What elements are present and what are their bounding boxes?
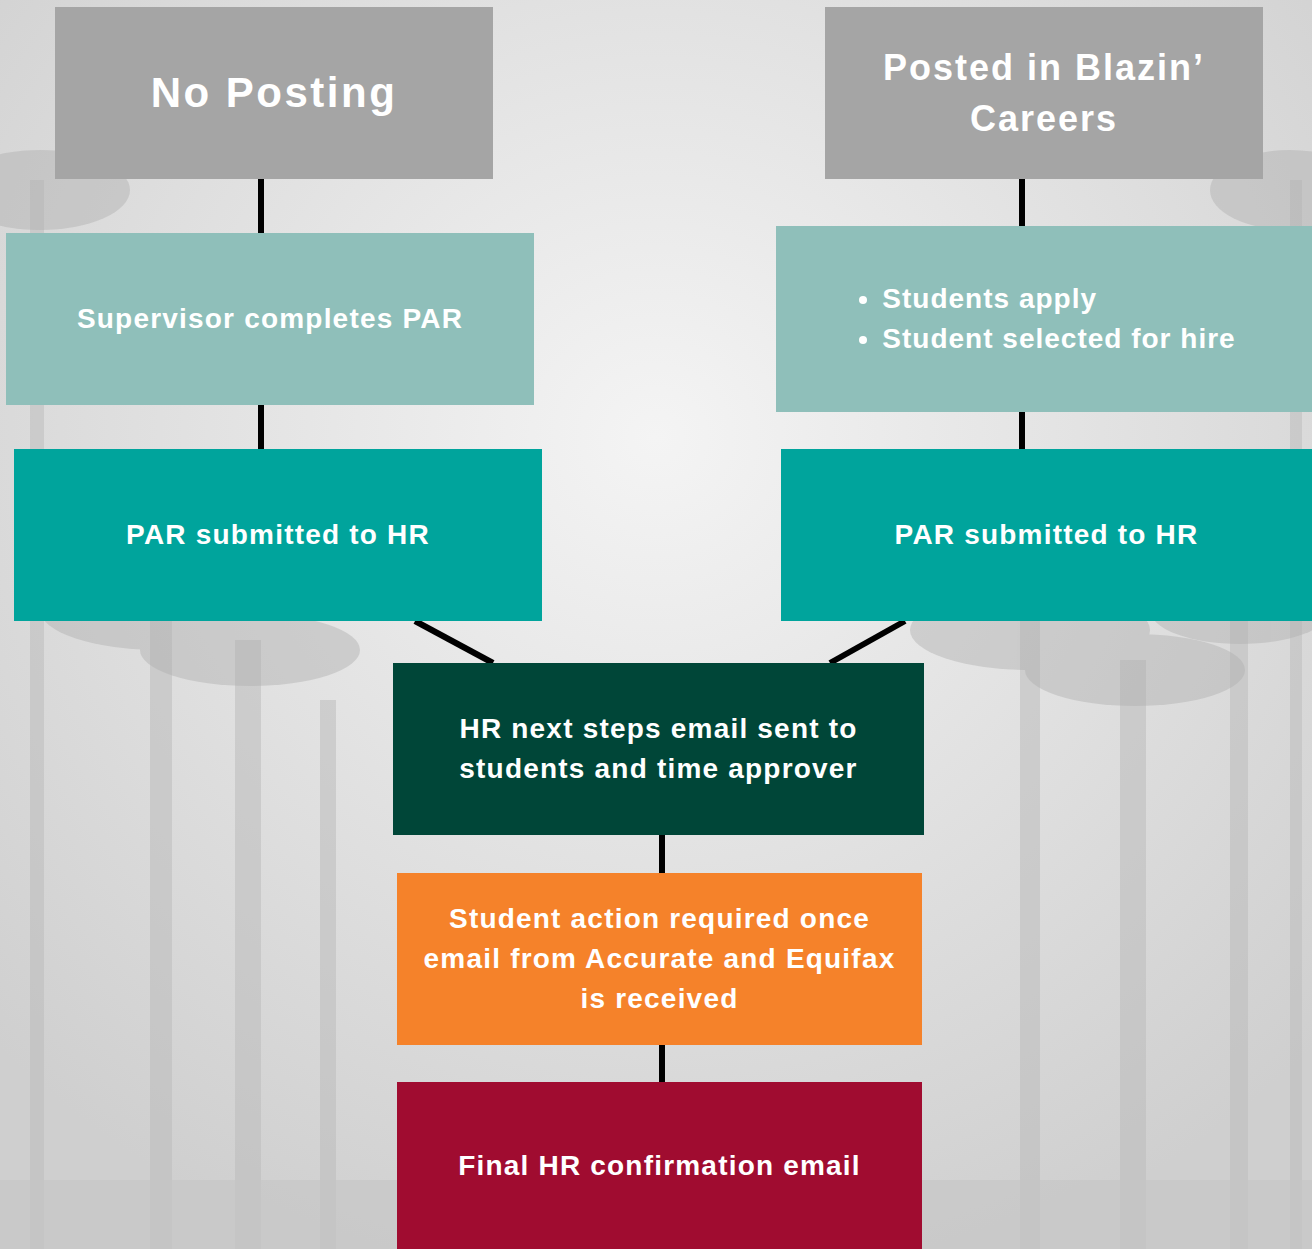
connector-line xyxy=(258,179,264,233)
process-box: PAR submitted to HR xyxy=(781,449,1312,621)
box-text: PAR submitted to HR xyxy=(126,515,430,555)
start-box: No Posting xyxy=(55,7,493,179)
start-box: Posted in Blazin’ Careers xyxy=(825,7,1263,179)
connector-line xyxy=(659,835,665,873)
connector-line xyxy=(1019,412,1025,449)
box-text: PAR submitted to HR xyxy=(895,515,1199,555)
connector-line xyxy=(258,405,264,449)
process-box: Student action required once email from … xyxy=(397,873,922,1045)
box-text: Final HR confirmation email xyxy=(458,1146,861,1186)
bullet-list: Students applyStudent selected for hire xyxy=(852,279,1235,359)
end-box: Final HR confirmation email xyxy=(397,1082,922,1249)
process-box: HR next steps email sent to students and… xyxy=(393,663,924,835)
connector-line xyxy=(1019,179,1025,226)
bullet-item: Student selected for hire xyxy=(882,319,1235,359)
connector-line xyxy=(659,1045,665,1082)
box-text: Supervisor completes PAR xyxy=(77,299,463,339)
process-box: Supervisor completes PAR xyxy=(6,233,534,405)
box-text: Student action required once email from … xyxy=(415,899,904,1019)
connector-line xyxy=(415,621,493,663)
process-box: PAR submitted to HR xyxy=(14,449,542,621)
box-text: No Posting xyxy=(151,63,398,123)
bullet-item: Students apply xyxy=(882,279,1235,319)
process-box: Students applyStudent selected for hire xyxy=(776,226,1312,412)
box-text: HR next steps email sent to students and… xyxy=(411,709,906,789)
box-text: Posted in Blazin’ Careers xyxy=(843,42,1245,144)
connector-line xyxy=(830,621,905,663)
